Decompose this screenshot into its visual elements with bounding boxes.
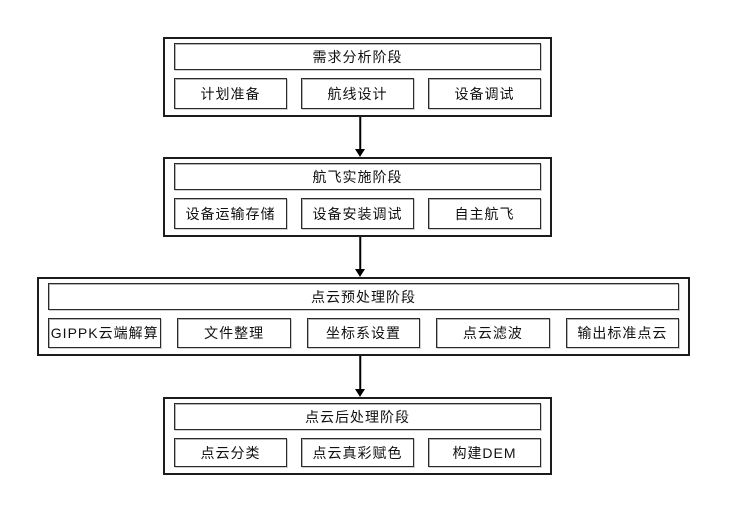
task-box: GIPPK云端解算	[48, 318, 162, 348]
task-box: 点云滤波	[436, 318, 550, 348]
task-box: 自主航飞	[428, 198, 541, 229]
stage-flight-implementation: 航飞实施阶段 设备运输存储 设备安装调试 自主航飞	[163, 157, 552, 237]
flow-arrow-3	[354, 356, 366, 397]
task-box: 设备运输存储	[174, 198, 287, 229]
arrow-head-icon	[355, 149, 365, 157]
stage-pointcloud-postprocessing: 点云后处理阶段 点云分类 点云真彩赋色 构建DEM	[163, 397, 552, 475]
flow-arrow-1	[354, 117, 366, 157]
task-box: 点云分类	[174, 438, 287, 467]
task-box: 计划准备	[174, 78, 287, 109]
arrow-line	[359, 237, 361, 271]
stage-task-row: 点云分类 点云真彩赋色 构建DEM	[174, 438, 541, 467]
stage-task-row: GIPPK云端解算 文件整理 坐标系设置 点云滤波 输出标准点云	[48, 318, 680, 348]
arrow-head-icon	[355, 269, 365, 277]
task-box: 点云真彩赋色	[301, 438, 414, 467]
task-box: 构建DEM	[428, 438, 541, 467]
arrow-line	[359, 117, 361, 151]
stage-title: 点云预处理阶段	[48, 283, 679, 310]
stage-task-row: 计划准备 航线设计 设备调试	[174, 78, 541, 109]
task-box: 文件整理	[177, 318, 291, 348]
stage-requirements-analysis: 需求分析阶段 计划准备 航线设计 设备调试	[163, 37, 552, 117]
task-box: 设备调试	[428, 78, 541, 109]
task-box: 坐标系设置	[306, 318, 421, 348]
arrow-line	[359, 356, 361, 391]
task-box: 设备安装调试	[301, 198, 414, 229]
stage-title: 需求分析阶段	[174, 43, 541, 70]
flow-arrow-2	[354, 237, 366, 277]
task-box: 航线设计	[301, 78, 414, 109]
stage-title: 航飞实施阶段	[174, 163, 541, 190]
stage-pointcloud-preprocessing: 点云预处理阶段 GIPPK云端解算 文件整理 坐标系设置 点云滤波 输出标准点云	[37, 277, 690, 356]
arrow-head-icon	[355, 389, 365, 397]
stage-title: 点云后处理阶段	[174, 403, 541, 430]
task-box: 输出标准点云	[565, 318, 680, 348]
stage-task-row: 设备运输存储 设备安装调试 自主航飞	[174, 198, 541, 229]
